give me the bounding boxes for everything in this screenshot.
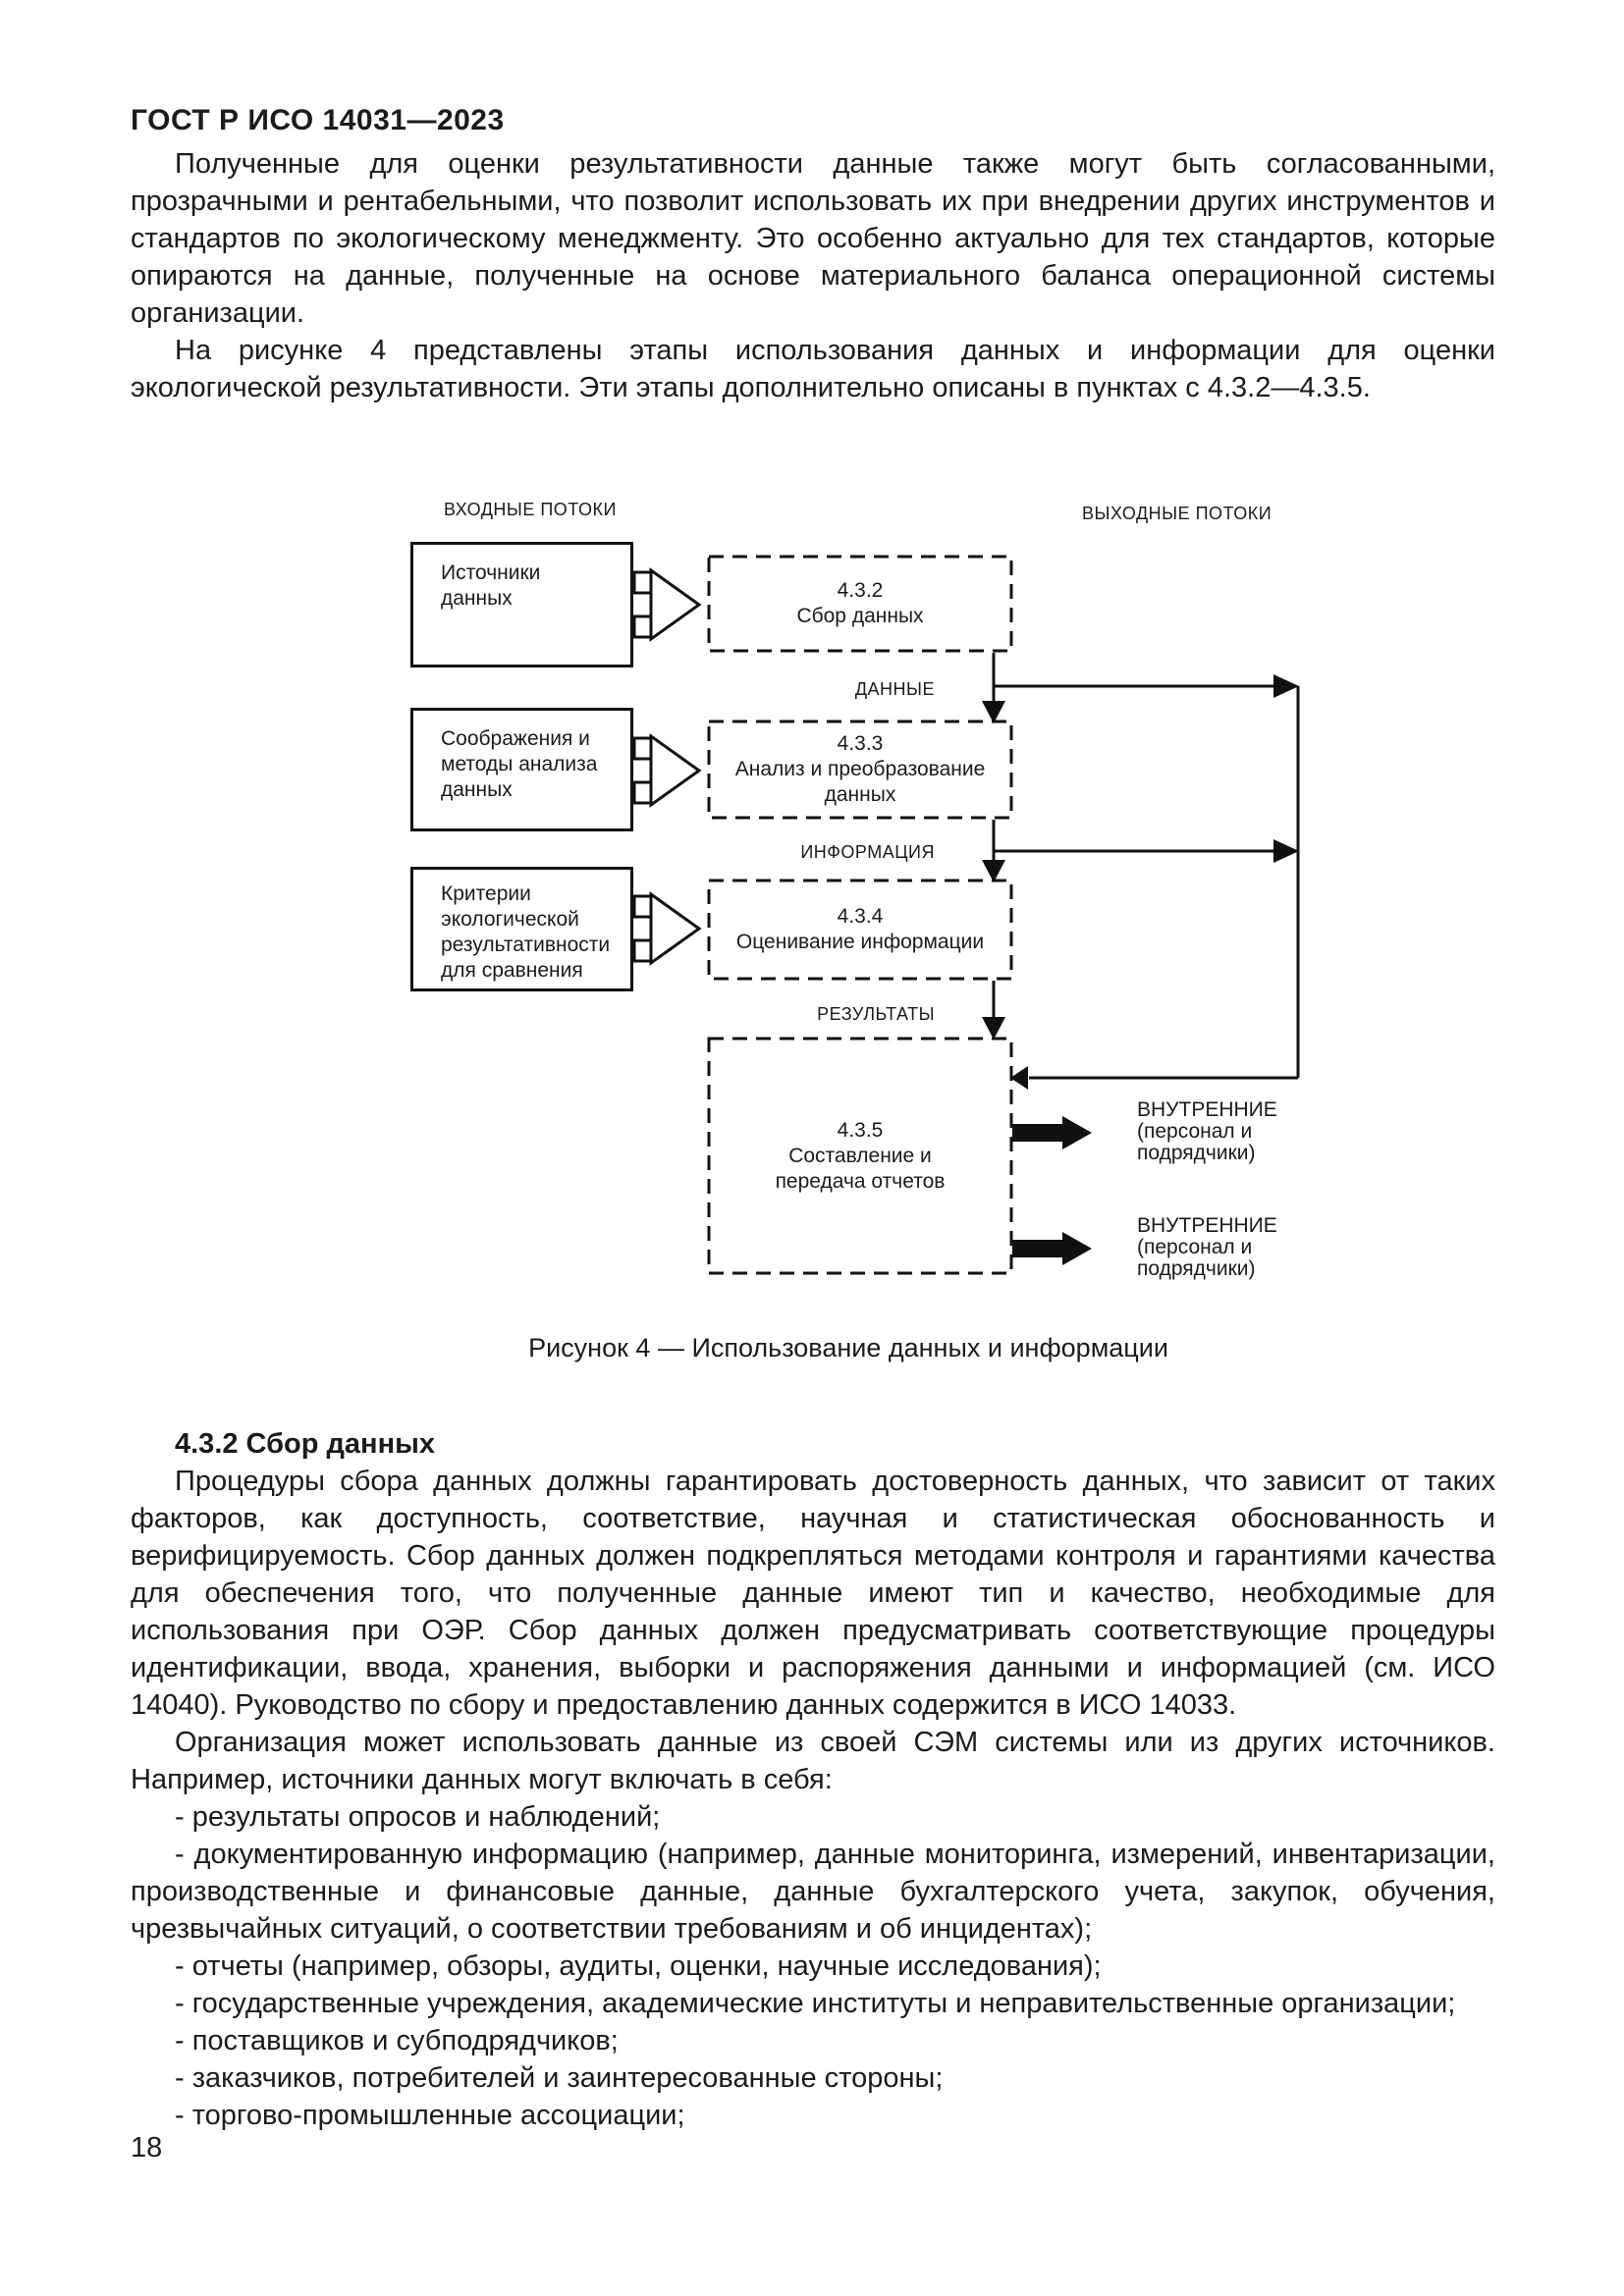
output-flows-label: ВЫХОДНЫЕ ПОТОКИ bbox=[1082, 504, 1272, 523]
flow-label-information: ИНФОРМАЦИЯ bbox=[800, 842, 935, 862]
list-item: - заказчиков, потребителей и заинтересов… bbox=[175, 2062, 944, 2094]
process-box-label: Оценивание информации bbox=[735, 931, 985, 953]
process-box-4-3-4: 4.3.4 Оценивание информации bbox=[709, 881, 1011, 979]
audience-label-internal-2: ВНУТРЕННИЕ (персонал и подрядчики) bbox=[1137, 1214, 1277, 1280]
list-item: - поставщиков и субподрядчиков; bbox=[175, 2025, 619, 2056]
solid-arrow-icon bbox=[1012, 1116, 1092, 1265]
document-header: ГОСТ Р ИСО 14031—2023 bbox=[131, 104, 505, 136]
flow-label-results: РЕЗУЛЬТАТЫ bbox=[817, 1004, 935, 1024]
process-box-4-3-3: 4.3.3 Анализ и преобразование данных bbox=[709, 721, 1011, 818]
list-item: - отчеты (например, обзоры, аудиты, оцен… bbox=[175, 1950, 1102, 1982]
paragraph: На рисунке 4 представлены этапы использо… bbox=[131, 335, 1495, 403]
process-box-number: 4.3.2 bbox=[837, 579, 884, 602]
page-number: 18 bbox=[131, 2132, 163, 2163]
source-box-label: Соображения и методы анализа данных bbox=[441, 727, 598, 801]
list-item: - документированную информацию (например… bbox=[131, 1839, 1495, 1945]
section-heading: 4.3.2 Сбор данных bbox=[175, 1428, 435, 1460]
process-box-4-3-5: 4.3.5 Составление и передача отчетов bbox=[709, 1039, 1011, 1273]
process-box-label: Сбор данных bbox=[796, 605, 924, 627]
process-box-number: 4.3.4 bbox=[837, 905, 884, 928]
section-4-3-2: 4.3.2 Сбор данных Процедуры сбора данных… bbox=[131, 1425, 1495, 2134]
process-box-label: Составление и передача отчетов bbox=[775, 1144, 946, 1193]
list-item: - торгово-промышленные ассоциации; bbox=[175, 2100, 685, 2131]
figure-caption: Рисунок 4 — Использование данных и инфор… bbox=[528, 1333, 1168, 1362]
process-box-number: 4.3.3 bbox=[837, 732, 884, 755]
paragraph: Организация может использовать данные из… bbox=[131, 1727, 1495, 1795]
block-arrow-icon bbox=[632, 891, 702, 966]
process-box-label: Анализ и преобразование данных bbox=[734, 758, 986, 806]
list-item: - результаты опросов и наблюдений; bbox=[175, 1801, 661, 1833]
audience-label-internal-1: ВНУТРЕННИЕ (персонал и подрядчики) bbox=[1137, 1098, 1277, 1164]
intro-paragraphs: Полученные для оценки результативности д… bbox=[131, 145, 1495, 406]
block-arrow-icon bbox=[632, 567, 702, 642]
source-box-analysis-methods: Соображения и методы анализа данных bbox=[410, 708, 633, 831]
source-box-label: Критерии экологической результативности … bbox=[441, 882, 611, 982]
paragraph: Процедуры сбора данных должны гарантиров… bbox=[131, 1466, 1495, 1721]
list-item: - государственные учреждения, академичес… bbox=[175, 1988, 1456, 2019]
source-box-data-sources: Источники данных bbox=[410, 542, 633, 667]
process-box-number: 4.3.5 bbox=[837, 1118, 884, 1142]
source-box-criteria: Критерии экологической результативности … bbox=[410, 867, 633, 991]
process-box-4-3-2: 4.3.2 Сбор данных bbox=[709, 557, 1011, 651]
input-flows-label: ВХОДНЫЕ ПОТОКИ bbox=[444, 500, 617, 519]
block-arrow-icon bbox=[632, 733, 702, 808]
flow-label-data: ДАННЫЕ bbox=[854, 679, 935, 699]
arrowhead-icon bbox=[982, 674, 1299, 1090]
source-box-label: Источники данных bbox=[441, 561, 541, 610]
paragraph: Полученные для оценки результативности д… bbox=[131, 148, 1495, 329]
